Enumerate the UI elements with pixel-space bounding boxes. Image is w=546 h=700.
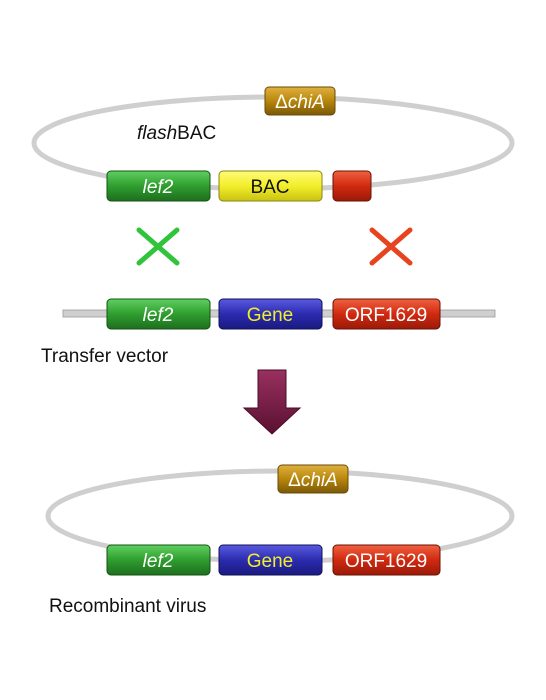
recombinant-chia-box	[277, 464, 349, 494]
flashbac-cassette-bac: BAC	[218, 170, 323, 202]
recombination-arrow	[242, 369, 302, 435]
recombinant-cassette-gene: Gene	[218, 544, 323, 576]
recombinant-chia-deletion: ΔchiA	[277, 464, 349, 494]
recombinant-gene-label: Gene	[247, 551, 293, 572]
vector-cassette-orf1629: ORF1629	[332, 298, 441, 330]
recombinant-orf1629-label: ORF1629	[345, 551, 427, 572]
chia-deletion-box	[264, 86, 336, 116]
recombinant-chia-label: ΔchiA	[288, 470, 338, 491]
vector-cassette-gene: Gene	[218, 298, 323, 330]
flashbac-lef2-label: lef2	[143, 177, 174, 198]
flashbac-chia-deletion: ΔchiA	[264, 86, 336, 116]
crossover-right	[369, 227, 413, 266]
vector-gene-label: Gene	[247, 305, 293, 326]
recombinant-plasmid: ΔchiA lef2 Gene ORF1629 Recombinant viru…	[45, 464, 515, 617]
vector-lef2-label: lef2	[143, 305, 174, 326]
flashbac-name: flashBAC	[137, 123, 216, 144]
recombinant-cassette-lef2: lef2	[106, 544, 211, 576]
flashbac-plasmid: ΔchiA flashBAC lef2 BAC	[31, 86, 515, 202]
recombinant-caption: Recombinant virus	[49, 596, 206, 617]
transfer-vector-caption: Transfer vector	[41, 346, 169, 367]
flashbac-cassette-lef2: lef2	[106, 170, 211, 202]
recombinant-cassette-orf1629: ORF1629	[332, 544, 441, 576]
transfer-vector: lef2 Gene ORF1629 Transfer vector	[41, 298, 496, 367]
recombinant-lef2-label: lef2	[143, 551, 174, 572]
crossover-left	[136, 227, 180, 266]
chia-deletion-label: ΔchiA	[275, 92, 325, 113]
vector-cassette-lef2: lef2	[106, 298, 211, 330]
vector-orf1629-label: ORF1629	[345, 305, 427, 326]
flashbac-cassette-red	[332, 170, 372, 202]
flashbac-bac-label: BAC	[250, 177, 289, 198]
